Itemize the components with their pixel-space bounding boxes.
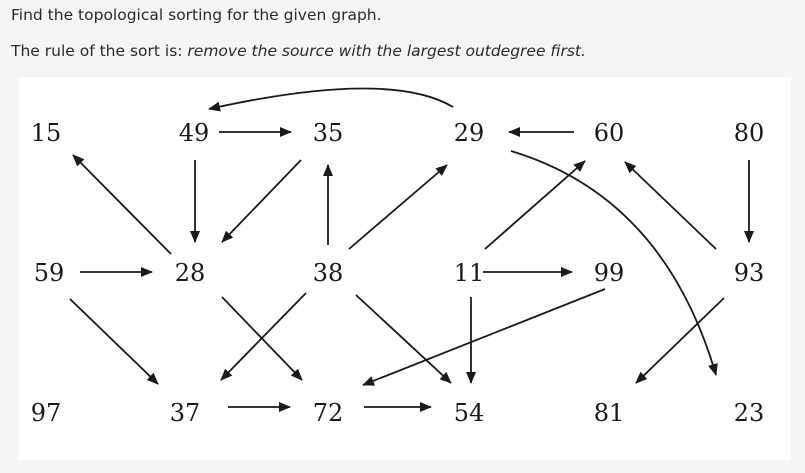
node-11: 11 (454, 259, 485, 287)
node-23: 23 (734, 399, 765, 427)
edge-11-to-60 (484, 160, 586, 250)
edge-29-to-23 (510, 150, 718, 376)
node-35: 35 (313, 119, 344, 147)
edge-38-to-37 (220, 292, 307, 381)
node-81: 81 (594, 399, 625, 427)
node-29: 29 (454, 119, 485, 147)
edge-28-to-15 (72, 154, 172, 255)
node-15: 15 (31, 119, 62, 147)
node-38: 38 (313, 259, 344, 287)
edge-93-to-81 (635, 297, 725, 384)
node-37: 37 (170, 399, 201, 427)
question-line-1: Find the topological sorting for the giv… (11, 6, 382, 24)
node-99: 99 (594, 259, 625, 287)
node-54: 54 (454, 399, 485, 427)
question-line-2: The rule of the sort is: remove the sour… (11, 42, 586, 60)
node-59: 59 (34, 259, 65, 287)
node-49: 49 (179, 119, 210, 147)
node-28: 28 (175, 259, 206, 287)
edge-38-to-54 (355, 294, 452, 384)
rule-text: remove the source with the largest outde… (187, 42, 586, 60)
node-60: 60 (594, 119, 625, 147)
rule-prefix: The rule of the sort is: (11, 42, 188, 60)
node-80: 80 (734, 119, 765, 147)
node-97: 97 (31, 399, 62, 427)
graph-panel: 15 49 35 29 60 80 59 28 38 11 99 93 97 37 72 54 81 23 (19, 77, 791, 460)
node-72: 72 (313, 399, 344, 427)
edge-59-to-37 (69, 298, 159, 385)
edge-99-to-72 (362, 288, 606, 386)
edge-29-to-49 (208, 87, 454, 112)
edge-93-to-60 (624, 161, 717, 250)
node-93: 93 (734, 259, 765, 287)
edge-35-to-28 (221, 159, 302, 243)
edge-38-to-29 (348, 164, 448, 250)
graph-diagram: 15 49 35 29 60 80 59 28 38 11 99 93 97 37 72 54 81 23 (31, 87, 765, 427)
